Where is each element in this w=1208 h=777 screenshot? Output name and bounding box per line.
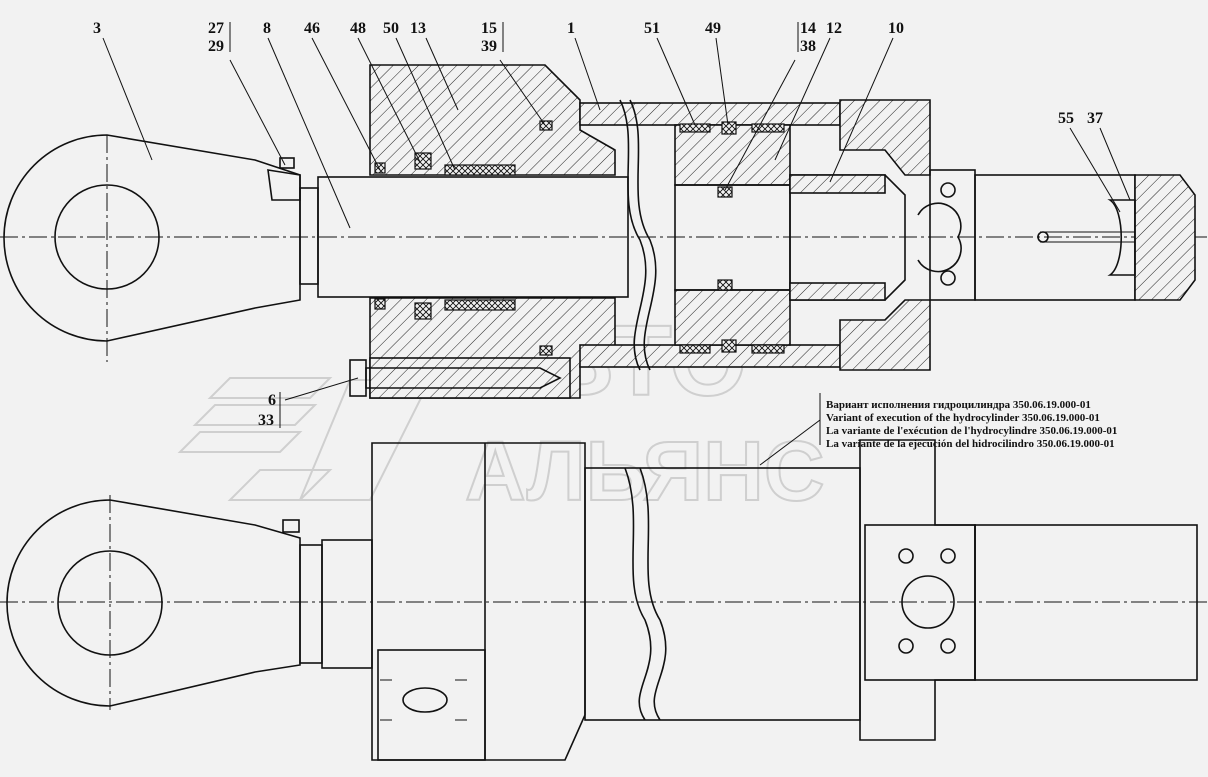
rod-exterior	[321, 539, 373, 669]
bottom-port	[917, 202, 962, 273]
piston-lower	[674, 289, 791, 346]
rear-eye-exterior	[974, 524, 1198, 681]
callout-39: 39	[481, 38, 497, 55]
spherical-bearing-55	[1107, 199, 1136, 276]
seal-49	[721, 121, 737, 135]
rear-eye-cap	[1134, 174, 1196, 301]
variant-note-ru: Вариант исполнения гидроцилиндра 350.06.…	[826, 399, 1091, 411]
gland-flange	[377, 649, 486, 761]
cylinder-tube-part-1	[579, 102, 841, 126]
gland-exterior	[371, 442, 586, 761]
gland-bolt-marks	[380, 679, 467, 721]
callout-14: 14	[800, 20, 816, 37]
nut-thread	[789, 174, 886, 194]
bottom-boss	[929, 169, 976, 301]
seal-46-lower	[374, 298, 386, 310]
callout-12: 12	[826, 20, 842, 37]
rod-eye-bore	[54, 184, 160, 290]
seal-14-lower	[717, 279, 733, 291]
seal-51-lower	[679, 344, 711, 354]
seal-49-lower	[721, 339, 737, 353]
piston-rod-part-8	[317, 176, 629, 298]
gland-bolt-area	[369, 357, 571, 399]
break-line-ext-2	[639, 467, 667, 721]
callout-55: 55	[1058, 110, 1074, 127]
seal-14	[717, 186, 733, 198]
ring-15-lower	[539, 345, 553, 356]
variant-note: Вариант исполнения гидроцилиндра 350.06.…	[826, 399, 1117, 450]
rod-eye-neck	[299, 187, 319, 285]
bolt-shank-6	[365, 367, 562, 389]
callout-15: 15	[481, 20, 497, 37]
grease-fitting	[279, 157, 295, 169]
callout-1: 1	[567, 20, 575, 37]
break-line-ext-1	[624, 467, 652, 721]
callout-29: 29	[208, 38, 224, 55]
rod-neck-exterior	[299, 544, 323, 664]
rod-eye-bore-exterior	[57, 550, 163, 656]
seal-48-lower	[414, 302, 432, 320]
port-block-bore	[901, 575, 955, 629]
bottom-exterior	[859, 439, 976, 741]
callout-8: 8	[263, 20, 271, 37]
lock-bolt	[267, 169, 301, 201]
seal-51b-lower	[751, 344, 785, 354]
callout-46: 46	[304, 20, 320, 37]
gland-port	[402, 687, 448, 713]
rod-eye-exterior	[6, 499, 301, 707]
seal-48	[414, 152, 432, 170]
callout-48: 48	[350, 20, 366, 37]
cylinder-bottom	[839, 99, 931, 176]
ring-15	[539, 120, 553, 131]
port-bolt-2	[940, 548, 956, 564]
bottom-hole-2	[940, 270, 956, 286]
variant-note-es: La variante de la ejecución del hidrocil…	[826, 438, 1115, 450]
bushing-50	[444, 164, 516, 176]
callouts: 3 27 29 8 46 48 50 13 15 39 1 51 49 14 3…	[93, 20, 1131, 466]
seal-46	[374, 162, 386, 174]
bottom-hole-1	[940, 182, 956, 198]
variant-note-en: Variant of execution of the hydrocylinde…	[826, 412, 1100, 424]
callout-50: 50	[383, 20, 399, 37]
rod-eye-part-3	[3, 134, 301, 342]
section-view	[0, 64, 1208, 399]
port-bolt-1	[898, 548, 914, 564]
break-line-2	[629, 99, 657, 371]
nut-thread-lower	[789, 282, 886, 301]
break-line-1	[619, 99, 647, 371]
callout-51: 51	[644, 20, 660, 37]
variant-note-fr: La variante de l'exécution de l'hydrocyl…	[826, 425, 1117, 437]
callout-37: 37	[1087, 110, 1103, 127]
cylinder-bottom-lower	[839, 299, 931, 371]
grease-fitting-exterior	[282, 519, 300, 533]
callout-13: 13	[410, 20, 426, 37]
port-bolt-4	[940, 638, 956, 654]
gland-part-13	[369, 64, 616, 176]
pin-hole	[1037, 231, 1049, 243]
callout-38: 38	[800, 38, 816, 55]
callout-33: 33	[258, 412, 274, 429]
callout-3: 3	[93, 20, 101, 37]
bushing-50-lower	[444, 299, 516, 311]
seal-51b	[751, 123, 785, 133]
seal-51	[679, 123, 711, 133]
watermark-line2: АЛЬЯНС	[465, 424, 825, 518]
exterior-view	[0, 439, 1208, 761]
port-bolt-3	[898, 638, 914, 654]
callout-27: 27	[208, 20, 224, 37]
callout-10: 10	[888, 20, 904, 37]
callout-6: 6	[268, 392, 276, 409]
callout-49: 49	[705, 20, 721, 37]
